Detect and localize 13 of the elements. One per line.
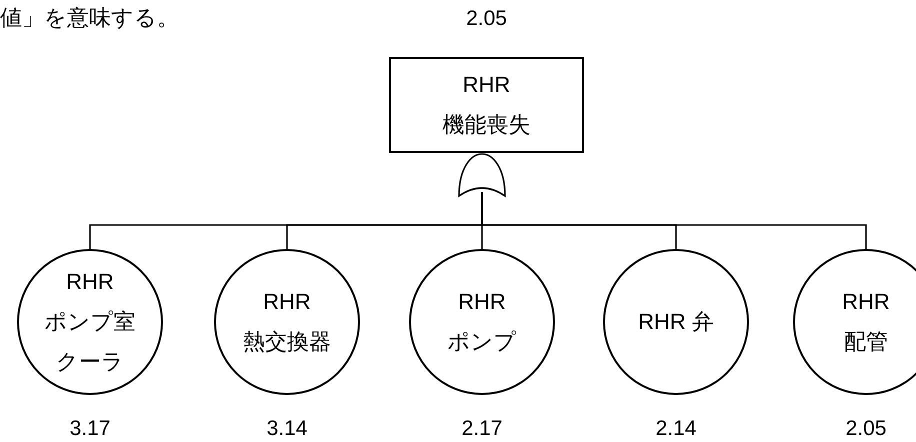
note-text: 値」を意味する。 bbox=[0, 4, 179, 32]
probability-value: 2.17 bbox=[460, 417, 504, 441]
event-circle: RHR 熱交換器 bbox=[214, 249, 360, 395]
probability-value: 2.05 bbox=[844, 417, 888, 441]
probability-value: 3.17 bbox=[68, 417, 112, 441]
event-circle: RHR 配管 bbox=[793, 249, 916, 395]
event-circle: RHR 弁 bbox=[603, 249, 749, 395]
or-gate bbox=[457, 152, 507, 198]
probability-value: 2.14 bbox=[654, 417, 698, 441]
event-circle: RHR ポンプ bbox=[409, 249, 555, 395]
event-circle: RHR ポンプ室クーラ bbox=[17, 249, 163, 395]
probability-value: 3.14 bbox=[266, 417, 308, 441]
probability-value: 2.05 bbox=[465, 7, 508, 31]
